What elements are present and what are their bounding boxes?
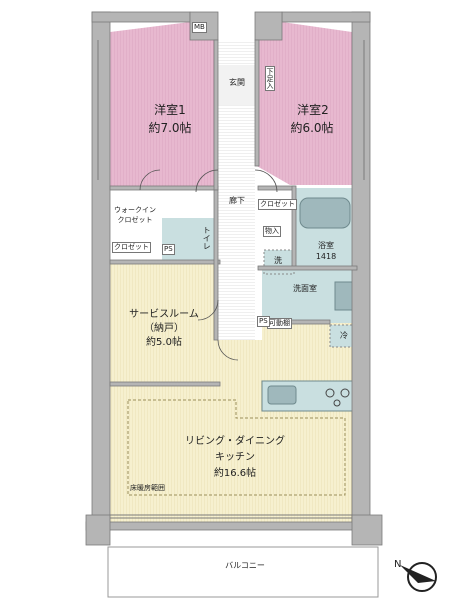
kitchen-sink — [267, 385, 297, 405]
service-room-name: サービスルーム — [129, 309, 199, 320]
western-room-1-area — [110, 22, 218, 188]
svg-text:N: N — [394, 559, 401, 570]
fridge-label: 冷 — [340, 331, 348, 340]
walkin-closet-label-1: ウォークイン — [114, 206, 156, 214]
ldk-size: 約16.6帖 — [213, 468, 257, 479]
toilet-name: トイレ — [202, 226, 212, 250]
walkin-closet-label-2: クロゼット — [117, 216, 153, 224]
windows — [97, 40, 365, 519]
western-room-1-name: 洋室1 — [154, 103, 186, 117]
entrance-name: 玄関 — [229, 78, 245, 87]
storage-label: 物入 — [263, 226, 281, 237]
walkin-closet-area — [110, 200, 160, 232]
floor-heating-label: 床暖房範囲 — [130, 484, 165, 492]
western-room-2-name: 洋室2 — [297, 103, 329, 117]
ldk-name: リビング・ダイニング — [185, 436, 285, 447]
stove-burner — [340, 388, 350, 398]
stove-burner — [333, 399, 341, 407]
service-room-sub: （納戸） — [144, 323, 184, 334]
washroom-name: 洗面室 — [293, 284, 317, 293]
closet-right-label: クロゼット — [258, 199, 297, 210]
bath-size: 1418 — [315, 252, 337, 261]
western-room-1-size: 約7.0帖 — [148, 121, 192, 135]
washer-label: 洗 — [274, 256, 282, 265]
north-arrow-icon: N — [394, 559, 437, 592]
service-room-size: 約5.0帖 — [146, 337, 182, 348]
service-room-area — [110, 262, 218, 384]
floor-heating-outline — [127, 399, 346, 496]
ldk-sub: キッチン — [215, 452, 255, 463]
door-swings — [139, 169, 278, 361]
balcony-name: バルコニー — [225, 561, 265, 570]
corridor-name: 廊下 — [229, 196, 245, 205]
bath-name: 浴室 — [318, 241, 334, 250]
bathtub — [299, 197, 351, 229]
ldk-area — [110, 320, 352, 522]
mb-label: MB — [192, 22, 207, 33]
western-room-2-size: 約6.0帖 — [290, 121, 334, 135]
ps-right-label: PS — [257, 316, 270, 327]
western-room-2-area — [255, 22, 352, 185]
shoe-box-label: 下足入 — [265, 66, 276, 91]
balcony — [107, 546, 379, 598]
closet-left-label: クロゼット — [112, 242, 151, 253]
entrance-area — [218, 65, 255, 105]
walls — [85, 11, 383, 546]
movable-shelf-label: 可動棚 — [267, 318, 292, 329]
stove-burner — [325, 388, 335, 398]
ps-left-label: PS — [162, 244, 175, 255]
